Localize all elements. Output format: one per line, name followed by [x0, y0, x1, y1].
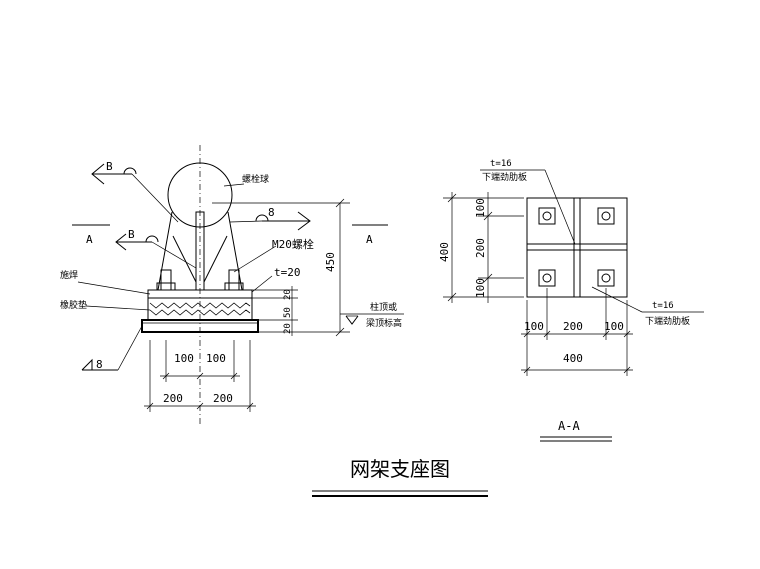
label-t20: t=20: [274, 266, 301, 279]
dim-100-top-v: 100: [474, 198, 487, 218]
bolt-ball: [167, 162, 233, 228]
dim-100-left: 100: [174, 352, 194, 365]
dim-100-bot-v: 100: [474, 278, 487, 298]
plan-bolt-holes: [538, 207, 615, 287]
stem-diagonal-right: [203, 235, 228, 283]
rubber-pad-hatch: [149, 302, 251, 316]
weld-symbol-8-right: 8: [229, 206, 311, 231]
dim-200-center-h: 200: [563, 320, 583, 333]
dim-450: 450: [324, 252, 337, 272]
elevation-mark: 柱顶或 梁顶标高: [340, 301, 404, 329]
dim-200-left: 200: [163, 392, 183, 405]
label-rib-top: 下端劲肋板: [482, 171, 527, 183]
leader-rubber: [85, 305, 151, 311]
elevation-view: A A B B 8: [60, 145, 404, 425]
leader-rib-top: [544, 169, 576, 245]
bolt-nut-right: [224, 282, 244, 291]
weld-8-bottom-label: 8: [96, 358, 103, 371]
horizontal-dimensions-elev: 100 100 200 200: [144, 340, 256, 412]
label-bolt-ball: 螺栓球: [242, 173, 269, 185]
weld-8-right-label: 8: [268, 206, 275, 219]
anchor-bolt-left: [160, 269, 172, 291]
anchor-bolt-right: [228, 269, 240, 291]
dim-100-right-h: 100: [604, 320, 624, 333]
plan-left-dimensions: 400 100 200 100: [438, 192, 524, 303]
leader-t20: [251, 275, 273, 293]
weld-symbol-b-mid: B: [115, 228, 197, 269]
drawing-title-block: 网架支座图: [312, 457, 488, 497]
label-rib-bottom: 下端劲肋板: [645, 315, 690, 327]
label-t16-bottom: t=16: [652, 301, 674, 311]
label-top-elev-2: 梁顶标高: [366, 317, 402, 329]
label-weld: 施焊: [60, 269, 78, 281]
weld-b-top-label: B: [106, 160, 113, 173]
dim-100-left-h: 100: [524, 320, 544, 333]
dim-50: 50: [283, 307, 293, 318]
plan-view-a-a: t=16 下端劲肋板 t=16 下端劲肋板 400 100 200 100: [438, 159, 704, 442]
section-title-a-a: A-A: [558, 419, 580, 433]
bolt-nut-left: [156, 282, 176, 291]
leader-m20: [233, 245, 277, 273]
leader-weld: [77, 281, 151, 295]
weld-b-mid-label: B: [128, 228, 135, 241]
label-t16-top: t=16: [490, 159, 512, 169]
drawing-title: 网架支座图: [350, 457, 450, 481]
section-a-right-label: A: [366, 233, 373, 246]
dim-20-top: 20: [283, 289, 293, 300]
label-m20: M20螺栓: [272, 237, 314, 251]
dim-400-bottom: 400: [563, 352, 583, 365]
section-a-left-label: A: [86, 233, 93, 246]
weld-symbol-8-bottom: 8: [81, 325, 143, 371]
dim-100-right: 100: [206, 352, 226, 365]
stem-diagonal-left: [172, 235, 197, 283]
leader-bolt-ball: [223, 183, 245, 187]
label-top-elev-1: 柱顶或: [370, 301, 397, 313]
leader-rib-bottom: [591, 286, 643, 313]
label-rubber: 橡胶垫: [60, 299, 87, 311]
dim-400-left: 400: [438, 242, 451, 262]
dim-200-mid-v: 200: [474, 238, 487, 258]
weld-symbol-b-top: B: [91, 160, 179, 223]
plan-bottom-dimensions: 100 200 100 400: [521, 288, 633, 376]
plan-base-plate: [526, 197, 628, 298]
vertical-dimensions: 450 20 50 20: [212, 198, 350, 337]
dim-200-right: 200: [213, 392, 233, 405]
dim-20-bottom: 20: [283, 323, 293, 334]
